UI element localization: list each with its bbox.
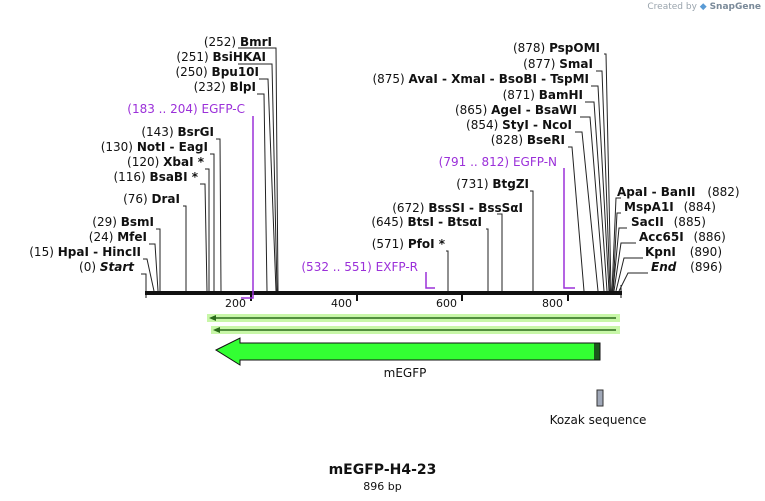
enzyme-label: (29) BsmI <box>92 215 154 229</box>
primers: (183 .. 204) EGFP-C (791 .. 812) EGFP-N … <box>127 102 575 299</box>
site-line-pspomi <box>604 53 612 292</box>
site-line-end <box>618 272 648 292</box>
primer-label: (183 .. 204) EGFP-C <box>127 102 245 116</box>
primer-label: (791 .. 812) EGFP-N <box>439 155 557 169</box>
snapgene-logo-icon: ◆ <box>699 2 707 12</box>
enzyme-label: Acc65I (886) <box>639 230 726 244</box>
enzyme-label: (0) Start <box>79 260 135 274</box>
tick-label-600: 600 <box>436 297 457 310</box>
enzyme-labels-left: (252) BmrI (251) BsiHKAI (250) Bpu10I (2… <box>29 35 272 274</box>
enzyme-label: (116) BsaBI * <box>113 170 198 184</box>
site-line-btgzi <box>530 190 534 291</box>
megfp-feature-arrow[interactable] <box>214 337 601 366</box>
site-line-xbai <box>205 168 210 291</box>
site-line-bamhi <box>585 101 608 292</box>
site-line-start <box>141 273 147 291</box>
site-line-mspa1i <box>612 212 621 292</box>
enzyme-label: (672) BssSI - BssSαI <box>392 201 523 215</box>
enzyme-label: MspA1I (884) <box>624 200 716 214</box>
credit-brand: SnapGene <box>709 2 761 12</box>
enzyme-label: (24) MfeI <box>89 230 147 244</box>
primer-exfp-r <box>425 272 435 289</box>
site-line-bsmi <box>156 228 161 291</box>
enzyme-label: (76) DraI <box>123 192 180 206</box>
enzyme-label: (252) BmrI <box>204 35 272 49</box>
enzyme-label: (877) SmaI <box>523 57 593 71</box>
tick-label-800: 800 <box>542 297 563 310</box>
enzyme-label: (250) Bpu10I <box>175 65 259 79</box>
credit-prefix: Created by <box>647 2 697 12</box>
enzyme-label: (645) BtsI - BtsαI <box>371 215 482 229</box>
site-line-smai <box>596 70 611 292</box>
site-line-bseri <box>568 146 585 292</box>
feature-megfp[interactable]: mEGFP <box>214 337 601 380</box>
site-line-btsi <box>486 228 489 291</box>
primer-label: (532 .. 551) EXFP-R <box>301 260 418 274</box>
site-line-noti <box>210 153 215 291</box>
enzyme-labels-upper-right: (878) PspOMI (877) SmaI (875) AvaI - Xma… <box>371 41 600 251</box>
site-line-agei <box>580 116 605 292</box>
enzyme-label: (143) BsrGI <box>141 125 214 139</box>
enzyme-label: SacII (885) <box>631 215 706 229</box>
enzyme-label: ApaI - BanII (882) <box>617 185 740 199</box>
enzyme-label: (871) BamHI <box>503 88 583 102</box>
enzyme-label: (878) PspOMI <box>513 41 600 55</box>
site-line-mfei <box>149 243 159 292</box>
site-line-bmri <box>238 47 279 292</box>
enzyme-label: (875) AvaI - XmaI - BsoBI - TspMI <box>372 72 589 86</box>
site-line-drai <box>183 205 187 291</box>
enzyme-label: (854) StyI - NcoI <box>466 118 572 132</box>
enzyme-labels-lower-right: ApaI - BanII (882) MspA1I (884) SacII (8… <box>617 185 740 274</box>
site-line-kpni <box>615 257 643 292</box>
megfp-hatch-end <box>594 343 600 360</box>
backbone-line <box>145 291 622 295</box>
construct-title: mEGFP-H4-23 <box>328 462 437 478</box>
reading-frames <box>207 314 620 334</box>
feature-label-kozak: Kozak sequence <box>550 413 647 427</box>
site-line-bsihkai <box>238 63 278 292</box>
site-line-hpai <box>143 258 155 292</box>
enzyme-label: End (896) <box>651 260 722 274</box>
enzyme-label: (130) NotI - EagI <box>101 140 208 154</box>
reading-frame-2-arrowhead <box>213 327 220 333</box>
site-line-acc65i <box>613 242 636 292</box>
snapgene-credit: Created by ◆ SnapGene <box>647 2 761 12</box>
enzyme-label: (232) BlpI <box>194 80 256 94</box>
site-line-sacii <box>612 227 627 292</box>
enzyme-label: (571) PfoI * <box>372 237 446 251</box>
site-line-bpu10i <box>259 78 277 292</box>
enzyme-label: (120) XbaI * <box>127 155 205 169</box>
site-line-bsabi <box>200 183 208 292</box>
tick-label-400: 400 <box>331 297 352 310</box>
site-line-bsssi <box>497 213 503 291</box>
enzyme-site-lines <box>141 47 648 292</box>
reading-frame-1-arrowhead <box>209 315 216 321</box>
site-line-styi <box>575 131 599 292</box>
site-line-bsrgi <box>216 138 222 292</box>
feature-label-megfp: mEGFP <box>384 366 427 380</box>
kozak-feature-box[interactable] <box>596 389 604 407</box>
enzyme-label: KpnI (890) <box>645 245 722 259</box>
site-line-blpi <box>257 93 268 292</box>
site-line-apai <box>611 197 621 292</box>
site-line-pfoi <box>446 250 449 291</box>
tick-label-200: 200 <box>225 297 246 310</box>
enzyme-label: (15) HpaI - HincII <box>29 245 141 259</box>
axis-ticks: 200 400 600 800 <box>225 295 569 310</box>
feature-kozak[interactable]: Kozak sequence <box>550 389 647 427</box>
enzyme-label: (865) AgeI - BsaWI <box>455 103 577 117</box>
primer-egfp-n <box>563 168 575 289</box>
enzyme-label: (731) BtgZI <box>456 177 529 191</box>
enzyme-label: (251) BsiHKAI <box>176 50 266 64</box>
primer-egfp-c <box>241 116 254 299</box>
enzyme-label: (828) BseRI <box>491 133 565 147</box>
construct-length: 896 bp <box>363 480 402 493</box>
site-line-avai <box>591 85 610 292</box>
